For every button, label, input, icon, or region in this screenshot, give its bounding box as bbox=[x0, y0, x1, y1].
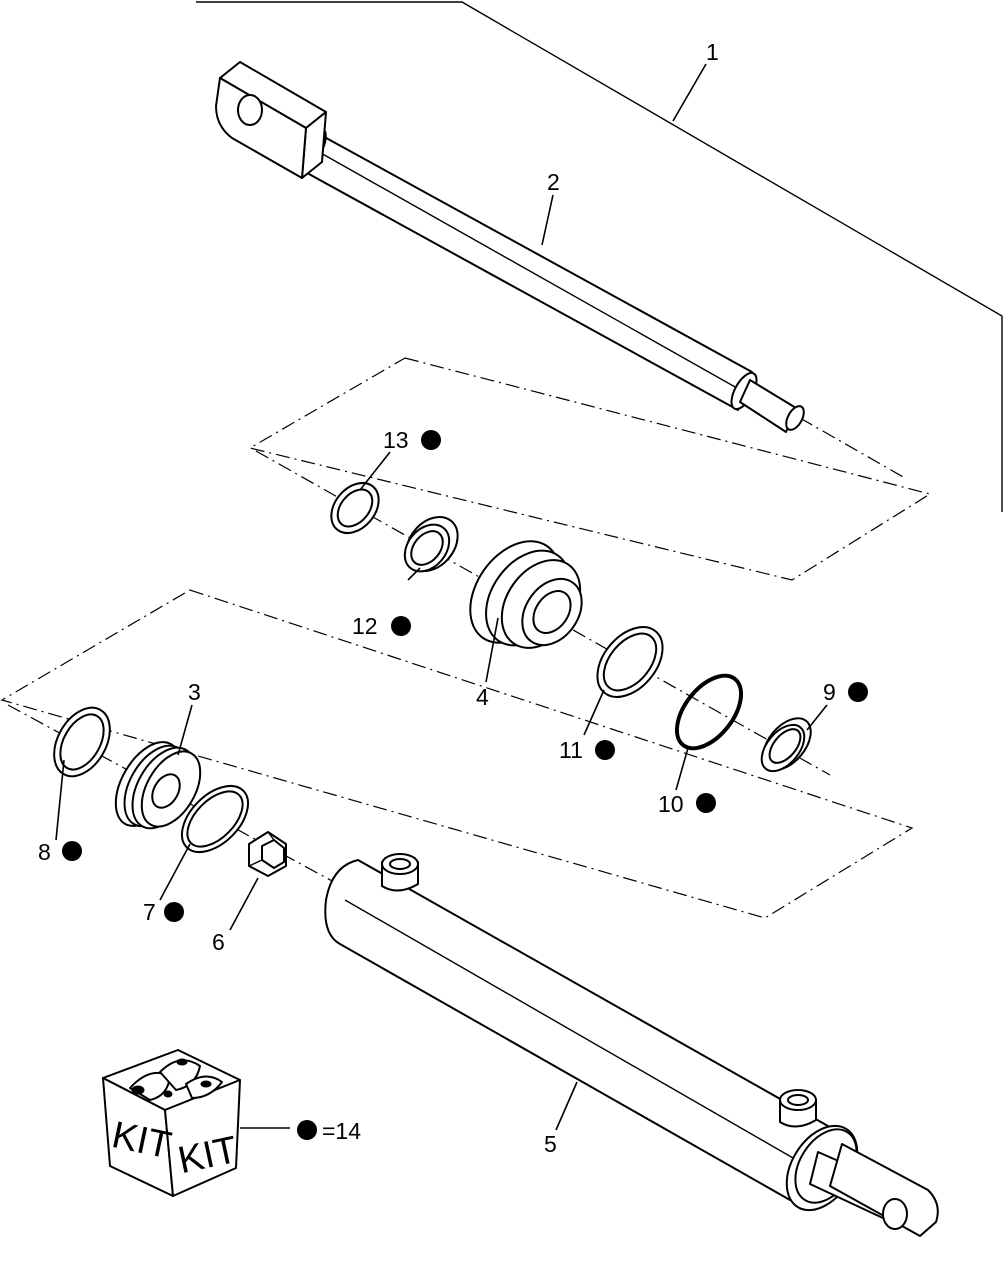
callout-11[interactable]: 11 bbox=[559, 737, 583, 763]
kit-legend-text: =14 bbox=[322, 1118, 361, 1144]
kit-dot-13-icon bbox=[421, 430, 441, 450]
rod-seal-part-12 bbox=[403, 516, 459, 573]
seal-part-7 bbox=[181, 785, 249, 853]
callout-9[interactable]: 9 bbox=[823, 679, 836, 705]
callout-8[interactable]: 8 bbox=[38, 839, 51, 865]
kit-dot-7-icon bbox=[164, 902, 184, 922]
kit-membership-dots bbox=[62, 430, 868, 922]
callout-10[interactable]: 10 bbox=[658, 791, 684, 817]
callout-1[interactable]: 1 bbox=[706, 39, 719, 65]
callout-6[interactable]: 6 bbox=[212, 929, 225, 955]
piston-seal-group-boundary bbox=[0, 589, 914, 919]
kit-dot-10-icon bbox=[696, 793, 716, 813]
backup-ring-part-11 bbox=[596, 626, 664, 698]
piston-rod-part-2 bbox=[215, 61, 805, 433]
callout-5[interactable]: 5 bbox=[544, 1131, 557, 1157]
kit-legend: =14 bbox=[297, 1118, 361, 1144]
nut-part-6 bbox=[248, 831, 287, 877]
seal-ring-part-9 bbox=[760, 717, 812, 773]
kit-dot-12-icon bbox=[391, 616, 411, 636]
assembly-bracket-line bbox=[196, 1, 1003, 512]
gland-part-4 bbox=[469, 540, 583, 649]
kit-dot-11-icon bbox=[595, 740, 615, 760]
callout-3[interactable]: 3 bbox=[188, 679, 201, 705]
leader-lines bbox=[55, 63, 828, 1131]
callout-7[interactable]: 7 bbox=[143, 899, 156, 925]
callout-2[interactable]: 2 bbox=[547, 169, 560, 195]
cylinder-barrel-part-5 bbox=[324, 853, 939, 1237]
piston-rod-seal-group-boundary bbox=[248, 357, 932, 581]
kit-dot-8-icon bbox=[62, 841, 82, 861]
kit-box-icon: KIT KIT bbox=[102, 1049, 241, 1197]
wear-ring-part-8 bbox=[53, 706, 111, 778]
callout-13[interactable]: 13 bbox=[383, 427, 409, 453]
callout-12[interactable]: 12 bbox=[352, 613, 378, 639]
o-ring-part-10 bbox=[674, 673, 744, 751]
callout-labels: 1 2 3 4 5 6 7 8 9 10 11 12 13 bbox=[38, 39, 836, 1157]
callout-4[interactable]: 4 bbox=[476, 684, 489, 710]
piston-part-3 bbox=[114, 741, 202, 830]
kit-dot-9-icon bbox=[848, 682, 868, 702]
wiper-seal-part-13 bbox=[330, 481, 380, 535]
rod-axis-line bbox=[799, 417, 906, 479]
kit-legend-dot-icon bbox=[297, 1120, 317, 1140]
